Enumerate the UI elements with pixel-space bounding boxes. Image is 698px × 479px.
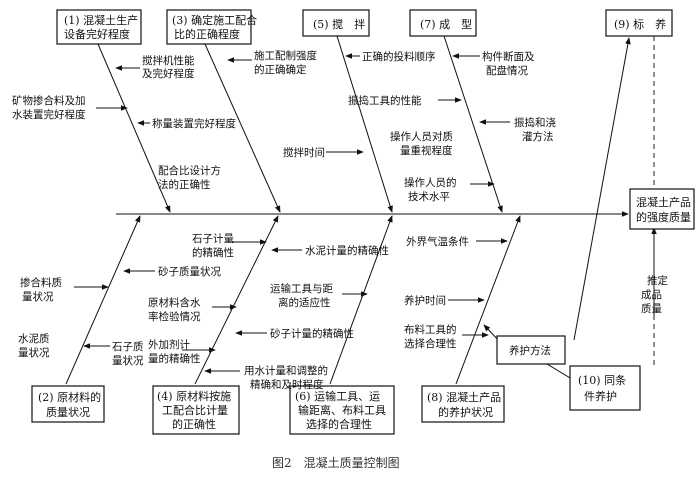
cause-c7b-line2: 灌方法 bbox=[522, 130, 554, 143]
cause-c1a-line2: 及完好程度 bbox=[142, 67, 195, 80]
category-9-label: (9) 标 养 bbox=[614, 17, 666, 31]
cause-c3a-line2: 的正确确定 bbox=[254, 63, 307, 76]
category-4-line1: (4) 原材料按施 bbox=[157, 389, 231, 403]
category-box-4 bbox=[152, 385, 240, 435]
category-2-line1: (2) 原材料的 bbox=[38, 390, 101, 404]
cause-c4b-line2: 率检验情况 bbox=[148, 310, 201, 323]
category-3-line2: 比的正确程度 bbox=[174, 27, 240, 41]
cause-c4b-line1: 原材料含水 bbox=[148, 296, 201, 309]
cause-c5a-line1: 正确的投料顺序 bbox=[362, 50, 436, 63]
cause-c1b-line2: 水装置完好程度 bbox=[12, 108, 86, 121]
category-box-1 bbox=[56, 9, 142, 45]
cause-c4a-line2: 的精确性 bbox=[192, 246, 234, 259]
cause-c5d-line1: 操作人员对质 bbox=[390, 130, 453, 143]
bone-1 bbox=[97, 43, 171, 213]
cause-c1b-line1: 矿物掺合料及加 bbox=[12, 94, 86, 107]
category-4-line2: 工配合比计量 bbox=[162, 403, 228, 417]
cause-c7a-line1: 构件断面及 bbox=[482, 50, 535, 63]
bone-3 bbox=[204, 43, 281, 213]
cause-c4c-line1: 外加剂计 bbox=[148, 338, 190, 351]
category-box-7 bbox=[409, 9, 477, 37]
category-8-line2: 的养护状况 bbox=[438, 405, 493, 419]
cause-c7b-line1: 振捣和浇 bbox=[514, 116, 556, 129]
category-box-10 bbox=[569, 365, 641, 411]
category-3-line1: (3) 确定施工配合 bbox=[172, 13, 257, 27]
cause-c10-line1: 推定 bbox=[647, 274, 668, 287]
category-box-9 bbox=[605, 9, 673, 37]
cause-c2c-line1: 水泥质 bbox=[18, 332, 50, 345]
bone-8 bbox=[455, 215, 521, 385]
cause-c4c-line2: 量的精确性 bbox=[148, 352, 201, 365]
cause-c7a-line2: 配盘情况 bbox=[486, 64, 528, 77]
cause-c2a-line1: 掺合料质 bbox=[20, 276, 62, 289]
category-box-6 bbox=[289, 385, 395, 435]
cause-c10-line3: 质量 bbox=[641, 303, 662, 315]
cause-c2d-line2: 量状况 bbox=[112, 354, 144, 367]
category-box-5 bbox=[302, 9, 370, 37]
category-5-label: (5) 搅 拌 bbox=[313, 17, 365, 31]
category-box-8 bbox=[421, 385, 505, 423]
bone-9 bbox=[573, 37, 631, 341]
cause-c8d-line1: 养护方法 bbox=[509, 344, 551, 357]
category-2-line2: 质量状况 bbox=[46, 405, 90, 419]
cause-c8c-line2: 选择合理性 bbox=[404, 337, 457, 350]
cause-c4a-line1: 石子计量 bbox=[192, 232, 234, 245]
category-box-3 bbox=[166, 9, 252, 45]
cause-c1c-line1: 称量装置完好程度 bbox=[152, 117, 236, 130]
cause-c7c-line1: 操作人员的 bbox=[404, 176, 457, 189]
bone-5 bbox=[336, 35, 393, 213]
cause-c5b-line1: 振捣工具的性能 bbox=[348, 94, 422, 107]
cause-c6b-line1: 运输工具与距 bbox=[270, 282, 333, 295]
category-8-line1: (8) 混凝土产品 bbox=[427, 390, 501, 404]
cause-c6c-line1: 砂子计量的精确性 bbox=[270, 327, 354, 340]
cause-c2b-line1: 砂子质量状况 bbox=[158, 265, 221, 278]
cause-c2d-line1: 石子质 bbox=[112, 341, 144, 353]
category-7-label: (7) 成 型 bbox=[420, 17, 472, 31]
bone-2 bbox=[65, 215, 141, 385]
cause-c5c-line1: 搅拌时间 bbox=[283, 146, 325, 159]
cause-c10-line2: 成品 bbox=[641, 289, 662, 301]
category-1-line2: 设备完好程度 bbox=[64, 27, 130, 41]
cause-c5d-line2: 量重视程度 bbox=[400, 144, 453, 157]
cause-c8d-box bbox=[496, 335, 566, 365]
effect-box bbox=[629, 188, 695, 230]
cause-c6b-line2: 离的适应性 bbox=[278, 296, 331, 309]
category-1-line1: (1) 混凝土生产 bbox=[64, 13, 138, 27]
category-10-line2: 件养护 bbox=[584, 389, 617, 403]
effect-line1: 混凝土产品 bbox=[636, 195, 691, 209]
cause-c8b-line1: 养护时间 bbox=[404, 294, 446, 307]
cause-c1a-line1: 搅拌机性能 bbox=[142, 54, 195, 67]
cause-c1d-line2: 法的正确性 bbox=[158, 178, 211, 191]
cause-c1d-line1: 配合比设计方 bbox=[158, 164, 221, 177]
cause-c4d-line1: 用水计量和调整的 bbox=[244, 364, 328, 377]
category-10-line1: (10) 同条 bbox=[578, 373, 626, 387]
cause-c4d-line2: 精确和及时程度 bbox=[250, 378, 324, 391]
effect-line2: 的强度质量 bbox=[636, 210, 691, 224]
bone-6 bbox=[329, 215, 393, 385]
cause-c3a-line1: 施工配制强度 bbox=[254, 49, 317, 62]
category-4-line3: 的正确性 bbox=[172, 417, 216, 431]
figure-caption: 图2 混凝土质量控制图 bbox=[272, 455, 400, 470]
cause-c2c-line2: 量状况 bbox=[18, 346, 50, 359]
cause-c7c-line2: 技术水平 bbox=[408, 190, 450, 203]
cause-c8c-line1: 布料工具的 bbox=[404, 323, 457, 336]
category-6-line2: 输距离、布料工具 bbox=[298, 403, 386, 417]
category-6-line1: (6) 运输工具、运 bbox=[295, 389, 380, 403]
cause-c6a-line1: 水泥计量的精确性 bbox=[305, 244, 389, 257]
category-box-2 bbox=[31, 385, 105, 423]
cause-c8a-line1: 外界气温条件 bbox=[406, 235, 469, 248]
category-6-line3: 选择的合理性 bbox=[306, 417, 372, 431]
cause-c2a-line2: 量状况 bbox=[22, 290, 54, 303]
